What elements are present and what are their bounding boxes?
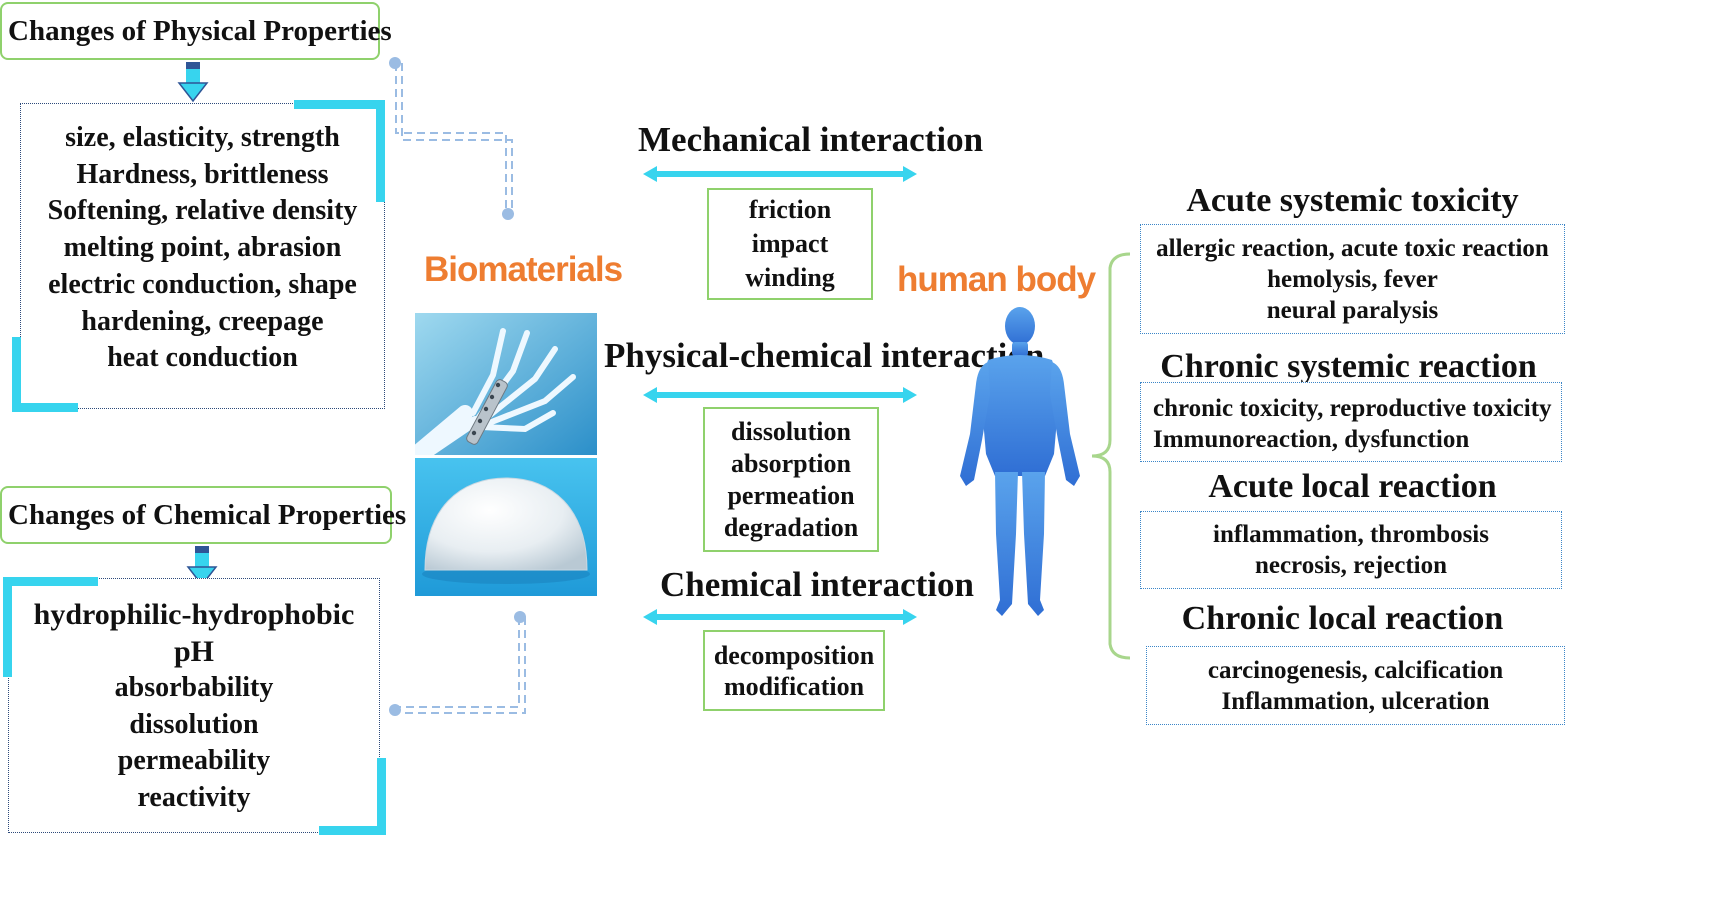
breast-implant-image (415, 458, 597, 596)
double-arrow-icon (643, 166, 917, 182)
list-item: dissolution (129, 708, 259, 740)
list-item: modification (723, 671, 865, 701)
mechanical-interaction-title: Mechanical interaction (638, 120, 984, 159)
chronic-local-reaction-box: carcinogenesis, calcification Inflammati… (1146, 646, 1565, 725)
list-item: impact (751, 229, 829, 258)
down-arrow-icon (186, 546, 218, 587)
chemical-properties-header: Changes of Chemical Properties (0, 486, 406, 544)
human-body-label: human body (897, 260, 1096, 299)
list-item: size, elasticity, strength (65, 122, 340, 153)
list-item: hydrophilic-hydrophobic (33, 598, 355, 631)
grouping-brace (1091, 252, 1131, 660)
list-item: winding (745, 263, 835, 292)
chronic-local-reaction-title: Chronic local reaction (1181, 600, 1504, 637)
list-item: permeability (117, 745, 271, 777)
list-item: hemolysis, fever (1267, 265, 1438, 293)
chronic-systemic-reaction-title: Chronic systemic reaction (1160, 348, 1537, 385)
list-item: reactivity (137, 781, 251, 813)
list-item: Hardness, brittleness (76, 158, 329, 190)
physical-properties-title: Changes of Physical Properties (8, 14, 392, 47)
list-item: necrosis, rejection (1254, 552, 1448, 579)
list-item: decomposition (713, 640, 875, 670)
chemical-interaction-box: decomposition modification (703, 630, 885, 711)
acute-systemic-toxicity-box: allergic reaction, acute toxic reaction … (1140, 224, 1565, 334)
physical-properties-header: Changes of Physical Properties (0, 2, 392, 60)
list-item: absorbability (114, 672, 274, 704)
list-item: Softening, relative density (47, 195, 358, 227)
down-arrow-icon (177, 62, 209, 103)
list-item: dissolution (731, 416, 851, 446)
acute-local-reaction-title: Acute local reaction (1208, 468, 1497, 505)
acute-local-reaction-box: inflammation, thrombosis necrosis, rejec… (1140, 511, 1562, 589)
list-item: Immunoreaction, dysfunction (1153, 426, 1470, 453)
mechanical-interaction-box: friction impact winding (707, 188, 873, 300)
list-item: permeation (727, 480, 855, 510)
double-arrow-icon (643, 387, 917, 403)
chemical-properties-box (8, 578, 380, 833)
list-item: melting point, abrasion (63, 232, 342, 264)
chemical-interaction-title: Chemical interaction (660, 565, 974, 604)
chronic-systemic-reaction-box: chronic toxicity, reproductive toxicity … (1140, 382, 1562, 462)
chemical-properties-list: hydrophilic-hydrophobic pH absorbability… (8, 597, 380, 817)
list-item: hardening, creepage (81, 305, 324, 337)
human-body-icon (960, 307, 1080, 616)
hand-xray-image (415, 313, 597, 455)
list-item: inflammation, thrombosis (1213, 521, 1489, 548)
list-item: pH (173, 634, 215, 668)
chemical-properties-title: Changes of Chemical Properties (8, 498, 407, 531)
physical-properties-box (20, 103, 385, 409)
list-item: allergic reaction, acute toxic reaction (1156, 234, 1549, 262)
list-item: chronic toxicity, reproductive toxicity (1153, 395, 1552, 422)
list-item: neural paralysis (1266, 296, 1439, 324)
list-item: friction (748, 195, 832, 224)
list-item: Inflammation, ulceration (1221, 687, 1490, 715)
list-item: electric conduction, shape (48, 268, 357, 300)
physical-properties-list: size, elasticity, strength Hardness, bri… (20, 120, 385, 377)
list-item: carcinogenesis, calcification (1207, 656, 1504, 684)
list-item: absorption (731, 448, 851, 478)
acute-systemic-toxicity-title: Acute systemic toxicity (1186, 182, 1519, 219)
double-arrow-icon (643, 609, 917, 625)
list-item: heat conduction (107, 342, 298, 374)
list-item: degradation (723, 512, 859, 542)
physical-chemical-interaction-title: Physical-chemical interaction (604, 336, 1045, 375)
biomaterials-label: Biomaterials (424, 250, 623, 289)
physical-chemical-interaction-box: dissolution absorption permeation degrad… (703, 407, 879, 552)
